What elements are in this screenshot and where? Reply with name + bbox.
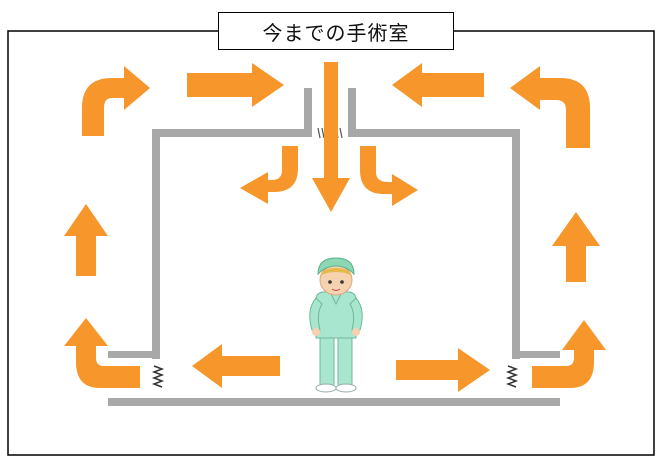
arrow-right-up (552, 212, 600, 282)
left-exhaust-shelf (108, 351, 160, 358)
arrow-room-right (396, 348, 490, 392)
surgeon-figure-icon (309, 257, 363, 393)
arrow-curve-center-left (240, 146, 298, 204)
floor (108, 398, 560, 406)
arrow-curve-bottom-right (532, 320, 606, 388)
diagram-title: 今までの手術室 (218, 12, 454, 50)
arrow-room-left (192, 344, 280, 388)
airflow-arrows (64, 62, 606, 392)
ceiling-left (152, 129, 312, 137)
right-exhaust-shelf (512, 351, 560, 358)
duct-left-pipe (304, 88, 312, 134)
arrow-curve-bottom-left (64, 318, 140, 388)
arrow-curve-top-left (82, 66, 150, 136)
arrow-top-left (392, 63, 484, 107)
arrow-top-right (187, 63, 284, 107)
duct-right-pipe (348, 88, 356, 134)
room-walls (108, 88, 560, 406)
arrow-center-down (312, 62, 350, 212)
arrow-left-up (64, 204, 108, 276)
arrow-curve-center-right (360, 146, 418, 206)
vent-grille-right (505, 365, 519, 388)
vent-grille-left (151, 365, 165, 388)
left-wall (152, 129, 160, 359)
ceiling-right (348, 129, 520, 137)
right-wall (512, 129, 520, 359)
arrow-curve-top-right (510, 66, 590, 148)
